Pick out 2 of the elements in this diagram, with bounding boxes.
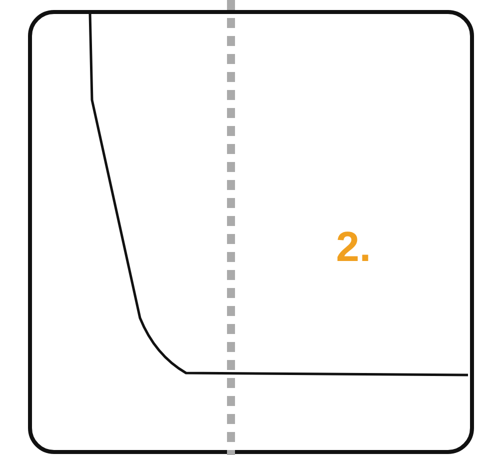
step-number: 2.	[336, 226, 372, 268]
rounded-frame	[28, 10, 474, 454]
